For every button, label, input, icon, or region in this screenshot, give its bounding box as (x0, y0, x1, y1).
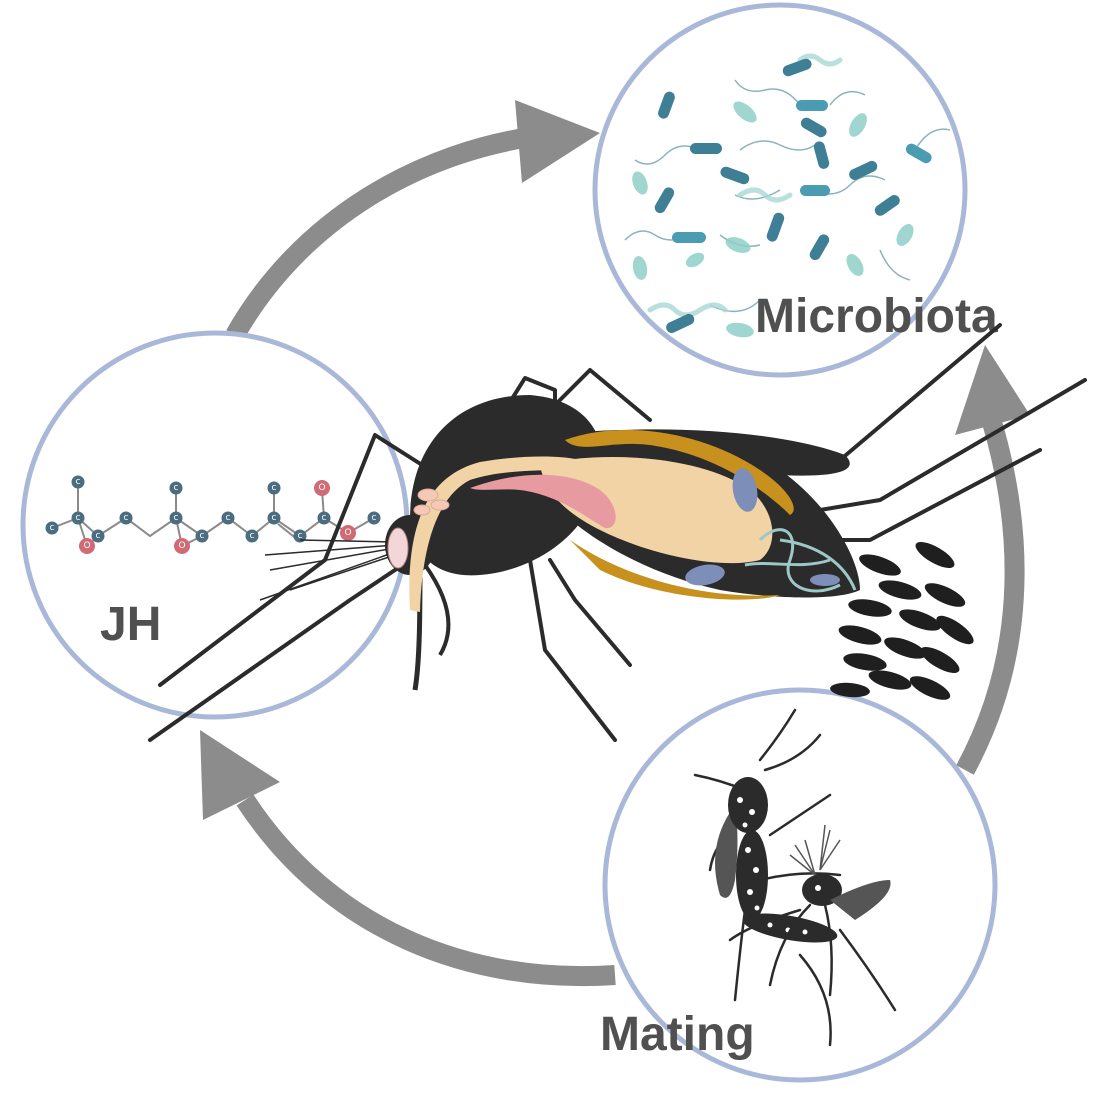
svg-text:O: O (318, 483, 325, 493)
svg-text:c: c (272, 513, 277, 523)
carbon-atom: c (221, 511, 235, 525)
svg-text:c: c (322, 513, 327, 523)
carbon-atom: c (267, 481, 281, 495)
carbon-atom: c (119, 511, 133, 525)
gut-crop (470, 474, 616, 529)
carbon-atom: c (91, 529, 105, 543)
svg-text:c: c (226, 513, 231, 523)
svg-text:c: c (200, 531, 205, 541)
egg-cluster (830, 542, 974, 700)
ovaries (685, 468, 857, 593)
central-mosquito (148, 323, 1087, 742)
mating-circle (602, 687, 998, 1083)
carbon-atom: c (267, 511, 281, 525)
arrowhead-to-microbiota-right (955, 345, 1030, 435)
carbon-atom: c (293, 529, 307, 543)
oxygen-atom: O (340, 525, 356, 541)
microbiota-panel: Microbiota (592, 2, 998, 378)
mating-panel: Mating (600, 687, 998, 1083)
svg-text:c: c (96, 531, 101, 541)
male-wing (830, 880, 891, 920)
male-thorax (802, 874, 842, 906)
svg-text:c: c (76, 477, 81, 487)
carbon-atom: c (195, 529, 209, 543)
mosquito-eye (387, 527, 409, 569)
female-wing (715, 805, 738, 898)
carbon-atoms: c c c c c c c c c c c c c c c (45, 475, 381, 543)
svg-text:c: c (250, 531, 255, 541)
svg-text:O: O (83, 541, 90, 551)
svg-text:c: c (76, 513, 81, 523)
svg-text:c: c (124, 513, 129, 523)
svg-text:c: c (50, 523, 55, 533)
mating-mosquitoes (693, 708, 897, 1047)
cycle-arrows (200, 100, 1030, 987)
svg-text:c: c (272, 483, 277, 493)
jh-panel: c c c c c c c c c c c c c c c O O O O JH (20, 330, 410, 720)
svg-text:O: O (178, 541, 185, 551)
salivary-glands (413, 488, 450, 516)
svg-text:c: c (174, 483, 179, 493)
oxygen-atom: O (79, 538, 95, 554)
oxygen-atom: O (314, 480, 330, 496)
carbon-atom: c (71, 475, 85, 489)
mating-label: Mating (600, 1008, 755, 1061)
bacteria-cluster (624, 53, 951, 338)
arrowhead-to-microbiota (515, 100, 600, 183)
arc-microbiota-to-mating (956, 396, 1025, 775)
female-thorax (728, 777, 768, 833)
carbon-atom: c (317, 511, 331, 525)
carbon-atom: c (169, 481, 183, 495)
svg-text:c: c (298, 531, 303, 541)
gut-midgut (540, 457, 773, 564)
carbon-atom: c (45, 521, 59, 535)
svg-text:c: c (372, 513, 377, 523)
svg-text:O: O (344, 528, 351, 538)
female-abdomen (736, 830, 768, 920)
carbon-atom: c (169, 511, 183, 525)
arrowhead-to-jh (200, 730, 280, 820)
carbon-atom: c (71, 511, 85, 525)
oxygen-atom: O (174, 538, 190, 554)
mosquito-antennae (259, 539, 396, 601)
fat-body-lower (570, 540, 780, 600)
svg-text:c: c (174, 513, 179, 523)
carbon-atom: c (245, 529, 259, 543)
oxygen-atoms: O O O O (79, 480, 356, 554)
jh-label: JH (100, 598, 161, 651)
arc-jh-to-microbiota (226, 125, 547, 340)
arc-mating-to-jh (236, 794, 616, 987)
carbon-atom: c (367, 511, 381, 525)
microbiota-label: Microbiota (755, 290, 998, 343)
